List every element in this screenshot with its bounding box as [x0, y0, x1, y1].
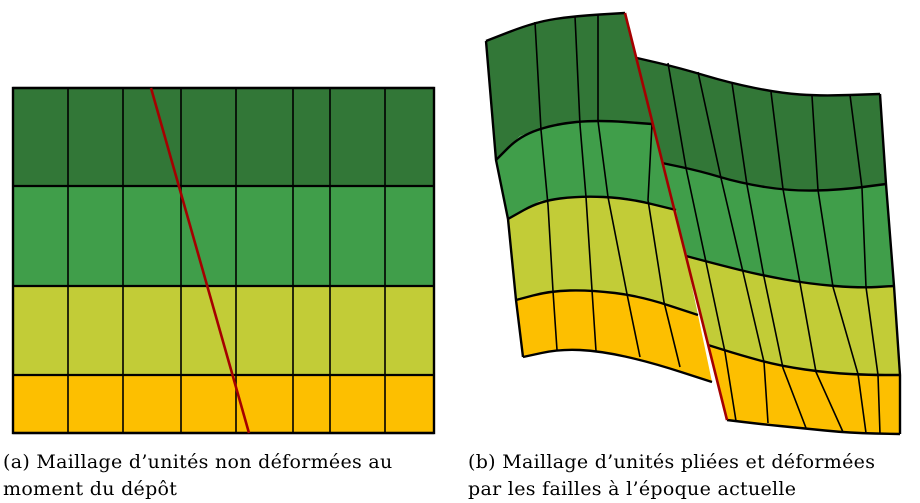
- layer-boundary-left-b: [507, 195, 677, 221]
- layer-fill-left-b: [508, 196, 698, 315]
- caption-b: (b) Maillage d’unités pliées et déformée…: [468, 449, 920, 503]
- outline-a: [11, 86, 436, 435]
- grid-column-line-b: [534, 21, 558, 351]
- layer-second-a: [13, 186, 434, 286]
- layer-boundary-right-b: [661, 161, 887, 192]
- layer-third-a: [13, 286, 434, 375]
- grid-column-line-b: [770, 91, 844, 433]
- layer-boundary-right-b: [636, 56, 881, 97]
- grid-lines-b: [484, 11, 902, 436]
- grid-column-line-b: [849, 94, 881, 435]
- panel-b-deformed-grid: [484, 11, 902, 436]
- panel-a-undeformed-grid: [11, 86, 436, 435]
- layer-fill-left-b: [486, 13, 652, 160]
- grid-column-line-b: [731, 82, 807, 429]
- caption-b-line-1: (b) Maillage d’unités pliées et déformée…: [468, 451, 876, 473]
- layer-boundary-left-b: [522, 348, 713, 384]
- grid-column-line-b: [647, 123, 681, 368]
- layer-fill-right-b: [708, 345, 900, 434]
- caption-a-line-1: (a) Maillage d’unités non déformées au: [3, 451, 393, 473]
- layer-top-a: [13, 88, 434, 186]
- grid-column-line-b: [574, 15, 597, 352]
- layer-boundary-right-b: [685, 254, 895, 289]
- layer-boundary-left-b: [485, 11, 626, 43]
- layer-fill-right-b: [686, 256, 900, 375]
- grid-column-line-b: [667, 62, 737, 422]
- caption-b-line-2: par les failles à l’époque actuelle: [468, 478, 797, 500]
- caption-a: (a) Maillage d’unités non déformées au m…: [3, 449, 443, 503]
- grid-column-line-b: [597, 14, 641, 358]
- outline-right-b: [878, 93, 902, 434]
- layer-fill-right-b: [637, 58, 886, 191]
- layer-bottom-a: [13, 375, 434, 433]
- layer-fill-left-b: [516, 290, 712, 382]
- fault-line-b: [623, 12, 729, 421]
- layer-boundary-left-b: [495, 119, 653, 161]
- layer-boundary-right-b: [726, 418, 901, 436]
- layer-fills-b: [486, 13, 900, 434]
- outline-left-b: [484, 40, 525, 358]
- layer-fill-right-b: [662, 163, 894, 288]
- fault-line-a: [149, 87, 251, 434]
- layer-fill-left-b: [496, 120, 676, 219]
- grid-lines-a: [11, 86, 436, 435]
- caption-a-line-2: moment du dépôt: [3, 478, 178, 500]
- layer-boundary-left-b: [515, 289, 699, 317]
- grid-column-line-b: [697, 71, 769, 424]
- layer-boundary-right-b: [707, 343, 900, 377]
- grid-column-line-b: [811, 95, 867, 434]
